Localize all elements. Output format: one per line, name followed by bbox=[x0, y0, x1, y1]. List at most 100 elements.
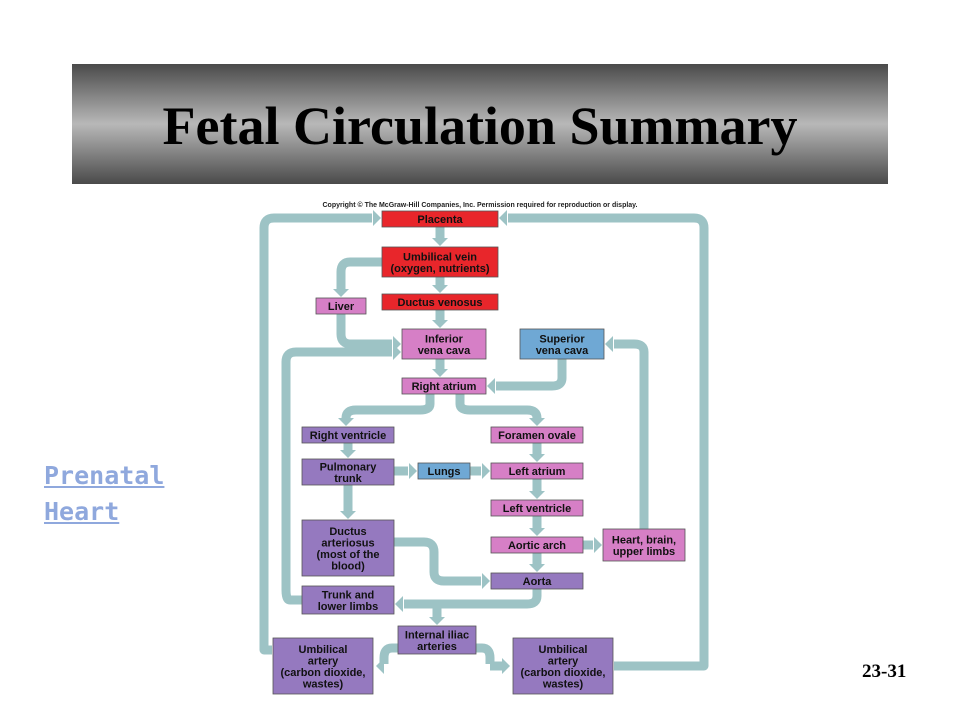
umbilical-artery-left-label-line: wastes) bbox=[302, 678, 344, 690]
iliac-to-umbilical-right-arrow bbox=[476, 643, 495, 664]
prenatal-heart-link[interactable]: Prenatal Heart bbox=[44, 458, 164, 530]
left-atrium-to-ventricle-arrowhead bbox=[529, 491, 545, 499]
pulmonary-trunk-label-line: Pulmonary bbox=[320, 461, 378, 473]
slide-number: 23-31 bbox=[862, 661, 907, 682]
umbilical-vein-label-line: (oxygen, nutrients) bbox=[390, 263, 489, 275]
aortic-arch-rect bbox=[490, 536, 584, 554]
right-ventricle-rect bbox=[301, 426, 395, 444]
lungs-box: Lungs bbox=[417, 462, 471, 480]
lungs-rect bbox=[417, 462, 471, 480]
left-atrium-box: Left atrium bbox=[490, 462, 584, 480]
arch-to-heart-brain-arrowhead bbox=[594, 537, 602, 553]
placenta-box: Placenta bbox=[381, 210, 499, 228]
pulmonary-trunk-rect bbox=[301, 458, 395, 486]
umbilical-artery-left-rect bbox=[272, 637, 374, 695]
heart-brain-box: Heart, brain,upper limbs bbox=[602, 528, 686, 562]
right-atrium-to-foramen-arrowhead bbox=[529, 418, 545, 426]
ivc-to-right-atrium-arrowhead bbox=[432, 369, 448, 377]
slide-title: Fetal Circulation Summary bbox=[162, 96, 798, 156]
umbilical-vein-label-line: Umbilical vein bbox=[403, 251, 477, 263]
liver-rect bbox=[315, 297, 367, 315]
internal-iliac-label-line: Internal iliac bbox=[405, 629, 469, 641]
aortic-arch-label-line: Aortic arch bbox=[508, 540, 566, 552]
upper-body-return-arrow bbox=[614, 339, 649, 529]
iliac-to-umbilical-left-arrowhead bbox=[376, 658, 384, 674]
umbilical-artery-right-label-line: wastes) bbox=[542, 678, 584, 690]
aorta-to-lower-arrowhead bbox=[395, 596, 403, 612]
pulmonary-trunk-label-line: trunk bbox=[334, 473, 362, 485]
inferior-vena-cava-label-line: vena cava bbox=[418, 345, 471, 357]
aorta-box: Aorta bbox=[490, 572, 584, 590]
right-atrium-to-ventricle-arrowhead bbox=[338, 418, 354, 426]
left-atrium-label-line: Left atrium bbox=[509, 466, 566, 478]
superior-vena-cava-rect bbox=[519, 328, 605, 360]
lungs-label-line: Lungs bbox=[428, 466, 461, 478]
umbilical-artery-left-label-line: Umbilical bbox=[299, 644, 348, 656]
heart-brain-rect bbox=[602, 528, 686, 562]
aorta-to-lower-arrow bbox=[404, 589, 542, 609]
ductus-arteriosus-label-line: (most of the bbox=[317, 549, 380, 561]
outer-right-loop-arrowhead bbox=[499, 210, 507, 226]
right-atrium-box: Right atrium bbox=[401, 377, 487, 395]
side-link-line-1: Prenatal bbox=[44, 461, 165, 490]
heart-brain-label-line: Heart, brain, bbox=[612, 534, 676, 546]
foramen-ovale-box: Foramen ovale bbox=[490, 426, 584, 444]
aorta-to-iliac-arrowhead bbox=[429, 617, 445, 625]
umbilical-artery-left-label-line: (carbon dioxide, bbox=[281, 667, 366, 679]
aorta-rect bbox=[490, 572, 584, 590]
right-atrium-to-ventricle-arrow bbox=[341, 394, 435, 419]
lower-body-return-arrowhead bbox=[393, 344, 401, 360]
trunk-lower-limbs-label-line: Trunk and bbox=[322, 589, 375, 601]
placenta-rect bbox=[381, 210, 499, 228]
right-atrium-rect bbox=[401, 377, 487, 395]
aortic-arch-box: Aortic arch bbox=[490, 536, 584, 554]
internal-iliac-rect bbox=[397, 625, 477, 655]
ductus-to-ivc-arrowhead bbox=[432, 320, 448, 328]
iliac-to-umbilical-left-arrow bbox=[379, 643, 398, 664]
lower-body-return-arrow bbox=[281, 347, 392, 605]
foramen-ovale-label-line: Foramen ovale bbox=[498, 430, 576, 442]
trunk-lower-limbs-label-line: lower limbs bbox=[318, 601, 379, 613]
iliac-to-umbilical-right-arrowhead bbox=[502, 658, 510, 674]
liver-box: Liver bbox=[315, 297, 367, 315]
placenta-label-line: Placenta bbox=[417, 214, 463, 226]
outer-left-loop-arrowhead bbox=[373, 210, 381, 226]
foramen-ovale-rect bbox=[490, 426, 584, 444]
upper-body-return-arrowhead bbox=[605, 336, 613, 352]
umbilical-artery-right-label-line: (carbon dioxide, bbox=[521, 667, 606, 679]
foramen-to-left-atrium-arrowhead bbox=[529, 454, 545, 462]
umbilical-vein-to-liver-arrowhead bbox=[333, 289, 349, 297]
umbilical-artery-left-label-line: artery bbox=[308, 655, 339, 667]
aorta-label-line: Aorta bbox=[523, 576, 553, 588]
left-ventricle-label-line: Left ventricle bbox=[503, 503, 571, 515]
left-ventricle-to-arch-arrowhead bbox=[529, 528, 545, 536]
left-atrium-rect bbox=[490, 462, 584, 480]
liver-to-ivc-arrow bbox=[336, 314, 392, 349]
ductus-arteriosus-rect bbox=[301, 519, 395, 577]
inferior-vena-cava-rect bbox=[401, 328, 487, 360]
arch-to-aorta-arrowhead bbox=[529, 564, 545, 572]
title-bar: Fetal Circulation Summary bbox=[72, 64, 888, 184]
copyright-notice: Copyright © The McGraw-Hill Companies, I… bbox=[322, 201, 637, 209]
ductus-to-aorta-arrowhead bbox=[482, 573, 490, 589]
ductus-venosus-rect bbox=[381, 293, 499, 311]
umbilical-vein-rect bbox=[381, 246, 499, 278]
svc-to-right-atrium-arrow bbox=[496, 359, 567, 391]
ductus-arteriosus-label-line: arteriosus bbox=[321, 537, 374, 549]
placenta-to-umbilical-vein-arrowhead bbox=[432, 238, 448, 246]
ductus-venosus-box: Ductus venosus bbox=[381, 293, 499, 311]
umbilical-artery-right-label-line: artery bbox=[548, 655, 579, 667]
right-ventricle-box: Right ventricle bbox=[301, 426, 395, 444]
umbilical-vein-box: Umbilical vein(oxygen, nutrients) bbox=[381, 246, 499, 278]
right-ventricle-label-line: Right ventricle bbox=[310, 430, 386, 442]
umbilical-artery-right-label-line: Umbilical bbox=[539, 644, 588, 656]
superior-vena-cava-label-line: vena cava bbox=[536, 345, 589, 357]
right-atrium-label-line: Right atrium bbox=[412, 381, 477, 393]
heart-brain-label-line: upper limbs bbox=[613, 546, 675, 558]
outer-right-loop-arrow bbox=[508, 213, 709, 671]
